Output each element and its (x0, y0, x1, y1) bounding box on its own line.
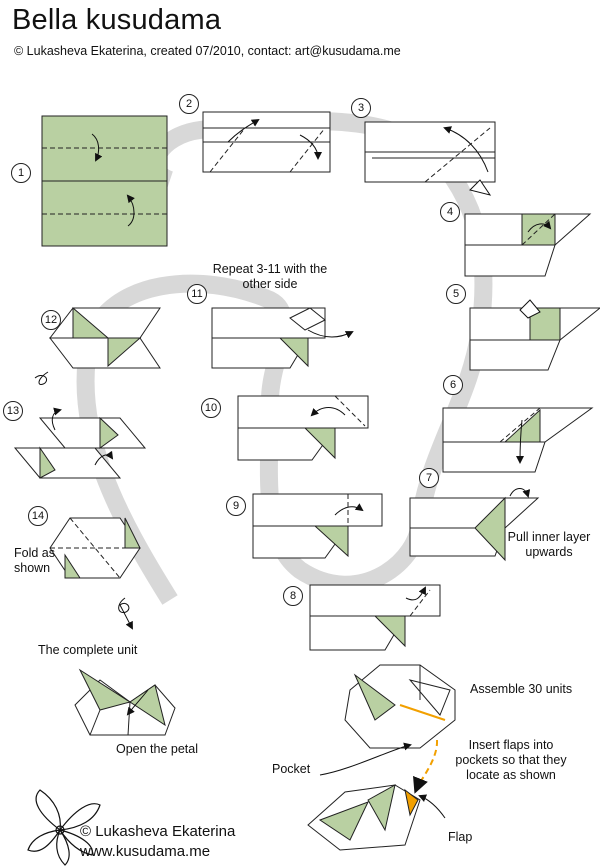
step-number-12: 12 (41, 310, 61, 330)
footer-author: © Lukasheva Ekaterina (80, 823, 236, 840)
step-number-2: 2 (179, 94, 199, 114)
step-13-figure (13, 407, 147, 479)
step-7-figure (409, 488, 540, 562)
step-number-1: 1 (11, 163, 31, 183)
step-number-10: 10 (201, 398, 221, 418)
step-12-figure (34, 306, 161, 386)
step-14-figure (49, 517, 141, 630)
step-number-7: 7 (419, 468, 439, 488)
complete-unit-label: The complete unit (38, 643, 138, 657)
step-number-9: 9 (226, 496, 246, 516)
complete-unit-figure (74, 668, 176, 736)
step-number-11: 11 (187, 284, 207, 304)
step-number-13: 13 (3, 401, 23, 421)
logo-flower-icon (27, 789, 101, 866)
assemble-label: Assemble 30 units (470, 682, 573, 696)
step-4-figure (464, 213, 592, 277)
open-petal-label: Open the petal (116, 742, 199, 756)
step-5-figure (469, 299, 600, 371)
step-6-figure (442, 407, 594, 473)
repeat-instruction: Repeat 3-11 with the other side (212, 262, 328, 291)
step-11-figure (211, 307, 354, 369)
step-8-figure (309, 584, 441, 651)
flap-label: Flap (448, 830, 473, 844)
page-title: Bella kusudama (12, 4, 222, 36)
step-number-6: 6 (443, 375, 463, 395)
pull-instruction: Pull inner layer upwards (507, 530, 591, 559)
assembled-units-figure (344, 664, 456, 749)
pocket-label: Pocket (272, 762, 311, 776)
page-subtitle: © Lukasheva Ekaterina, created 07/2010, … (14, 44, 401, 58)
step-number-3: 3 (351, 98, 371, 118)
assembled-units-detail-figure (307, 739, 446, 851)
fold-instruction: Fold as shown (14, 546, 55, 575)
step-2-figure (202, 111, 331, 173)
step-number-14: 14 (28, 506, 48, 526)
step-number-5: 5 (446, 284, 466, 304)
footer-site: www.kusudama.me (80, 843, 211, 860)
step-number-8: 8 (283, 586, 303, 606)
step-1-figure (41, 115, 168, 247)
step-number-4: 4 (440, 202, 460, 222)
step-9-figure (252, 493, 383, 559)
insert-instruction: Insert flaps into pockets so that they l… (455, 738, 567, 782)
step-3-figure (364, 121, 496, 196)
step-10-figure (237, 395, 369, 461)
